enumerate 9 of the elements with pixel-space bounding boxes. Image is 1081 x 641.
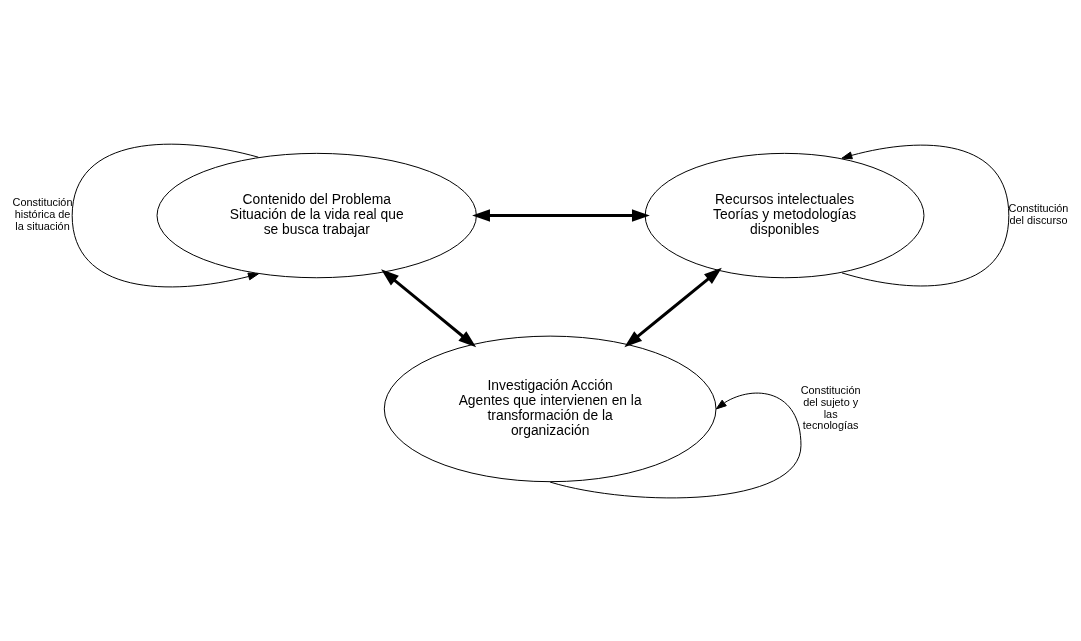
- arrow: [71, 143, 259, 287]
- arrow: [472, 208, 650, 222]
- edge-label: Constitución del sujeto y las tecnologías: [800, 383, 861, 431]
- node-ellipse: Investigación Acción Agentes que intervienen en la transformación de la organización: [383, 335, 717, 482]
- edge-label: Constitución histórica de la situación: [12, 195, 73, 232]
- arrow: [841, 144, 1010, 286]
- arrow: [624, 267, 722, 347]
- arrow: [381, 268, 477, 347]
- edge-label: Constitución del discurso: [1008, 201, 1069, 226]
